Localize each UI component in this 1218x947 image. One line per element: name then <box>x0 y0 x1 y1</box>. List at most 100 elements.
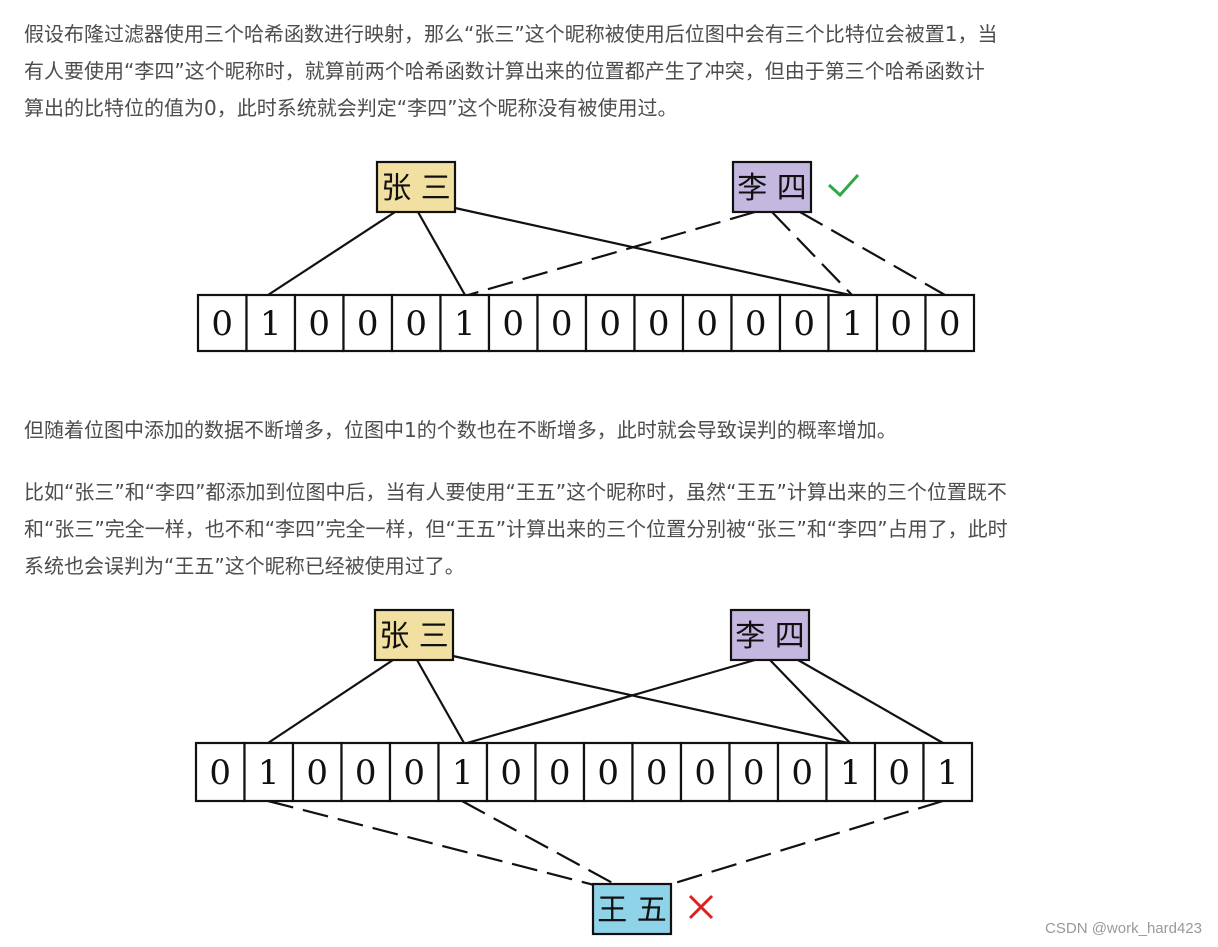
zhangsan-box <box>375 160 457 214</box>
bit-cell: 0 <box>776 741 828 803</box>
paragraph-1-line-2: 有人要使用“李四”这个昵称时，就算前两个哈希函数计算出来的位置都产生了冲突，但由… <box>24 59 985 83</box>
paragraph-3-line-2: 和“张三”完全一样，也不和“李四”完全一样，但“王五”计算出来的三个位置分别被“… <box>24 517 1008 541</box>
bit-cell-border <box>924 293 976 353</box>
bit-value: 1 <box>260 304 282 344</box>
bit-value: 0 <box>500 753 522 793</box>
bit-value: 0 <box>597 753 619 793</box>
bit-cell: 1 <box>825 741 877 803</box>
zhangsan-line-2 <box>416 659 465 744</box>
bit-cell: 0 <box>487 293 539 353</box>
wangwu-line-3 <box>664 799 944 888</box>
bit-cell: 0 <box>679 741 731 803</box>
bit-cell: 0 <box>681 293 733 353</box>
lisi-line-2 <box>771 211 853 296</box>
bit-cell-border <box>390 293 442 353</box>
bit-cell: 0 <box>485 741 537 803</box>
bit-cell: 1 <box>922 741 974 803</box>
paragraph-2: 但随着位图中添加的数据不断增多，位图中1的个数也在不断增多，此时就会导致误判的概… <box>24 412 1194 449</box>
bit-cell-border <box>873 741 925 803</box>
bit-cell: 0 <box>388 741 440 803</box>
bit-cell: 0 <box>730 293 782 353</box>
check-icon <box>827 173 860 198</box>
bit-cell: 0 <box>631 741 683 803</box>
bit-value: 1 <box>258 753 280 793</box>
zhangsan-line-3 <box>454 206 851 297</box>
zhangsan-line-3 <box>452 654 849 745</box>
bit-cell: 0 <box>536 293 588 353</box>
bit-value: 0 <box>890 304 912 344</box>
lisi-line-1 <box>466 658 756 745</box>
wangwu-box <box>591 882 673 936</box>
bit-value: 0 <box>551 304 573 344</box>
paragraph-1-line-3: 算出的比特位的值为0，此时系统就会判定“李四”这个昵称没有被使用过。 <box>24 96 678 120</box>
bit-value: 0 <box>646 753 668 793</box>
bit-cell-border <box>875 293 927 353</box>
bit-cell: 0 <box>924 293 976 353</box>
bit-cell-border <box>291 741 343 803</box>
bit-cell-border <box>342 293 394 353</box>
bit-cell: 0 <box>340 741 392 803</box>
bit-cell-border <box>534 741 586 803</box>
watermark: CSDN @work_hard423 <box>1045 920 1202 937</box>
bit-value: 0 <box>745 304 767 344</box>
bit-cell-border <box>194 741 246 803</box>
bit-cell: 0 <box>196 293 248 353</box>
bit-value: 0 <box>306 753 328 793</box>
bit-value: 1 <box>454 304 476 344</box>
bit-cell-border <box>922 741 974 803</box>
bit-cell: 0 <box>875 293 927 353</box>
bit-cell-border <box>827 293 879 353</box>
bit-cell: 0 <box>873 741 925 803</box>
bit-value: 0 <box>549 753 571 793</box>
bit-value: 0 <box>357 304 379 344</box>
bit-cell-border <box>196 293 248 353</box>
bit-cell: 0 <box>291 741 343 803</box>
bit-cell-border <box>681 293 733 353</box>
bit-cell: 0 <box>778 293 830 353</box>
lisi-line-2 <box>769 659 851 744</box>
bit-cell-border <box>293 293 345 353</box>
bit-cell-border <box>825 741 877 803</box>
bit-cell: 1 <box>439 293 491 353</box>
bit-value: 0 <box>211 304 233 344</box>
zhangsan-label: 张 三 <box>381 171 451 206</box>
lisi-line-1 <box>467 210 756 297</box>
bit-cell: 0 <box>582 741 634 803</box>
paragraph-3: 比如“张三”和“李四”都添加到位图中后，当有人要使用“王五”这个昵称时，虽然“王… <box>24 474 1194 585</box>
bit-cell: 0 <box>342 293 394 353</box>
bit-cell: 1 <box>243 741 295 803</box>
bit-cell-border <box>633 293 685 353</box>
lisi-box <box>729 608 811 662</box>
paragraph-2-line-1: 但随着位图中添加的数据不断增多，位图中1的个数也在不断增多，此时就会导致误判的概… <box>24 418 897 442</box>
bit-cell-border <box>582 741 634 803</box>
bit-value: 0 <box>355 753 377 793</box>
wangwu-line-1 <box>267 799 599 888</box>
bit-cell-border <box>487 293 539 353</box>
bit-cell: 1 <box>245 293 297 353</box>
bit-value: 0 <box>743 753 765 793</box>
paragraph-3-line-3: 系统也会误判为“王五”这个昵称已经被使用过了。 <box>24 554 465 578</box>
bit-value: 1 <box>937 753 959 793</box>
bit-value: 0 <box>939 304 961 344</box>
zhangsan-box <box>373 608 455 662</box>
bit-cell: 0 <box>633 293 685 353</box>
paragraph-1: 假设布隆过滤器使用三个哈希函数进行映射，那么“张三”这个昵称被使用后位图中会有三… <box>24 16 1194 127</box>
bit-value: 0 <box>791 753 813 793</box>
bit-value: 0 <box>599 304 621 344</box>
bit-value: 0 <box>793 304 815 344</box>
zhangsan-line-2 <box>417 211 466 296</box>
bit-cell: 0 <box>293 293 345 353</box>
bit-cell: 0 <box>194 741 246 803</box>
bit-value: 1 <box>840 753 862 793</box>
bit-cell-border <box>631 741 683 803</box>
bit-cell-border <box>437 741 489 803</box>
bit-cell: 1 <box>437 741 489 803</box>
bit-cell: 0 <box>728 741 780 803</box>
bit-cell: 0 <box>534 741 586 803</box>
bit-value: 0 <box>648 304 670 344</box>
bit-value: 0 <box>888 753 910 793</box>
